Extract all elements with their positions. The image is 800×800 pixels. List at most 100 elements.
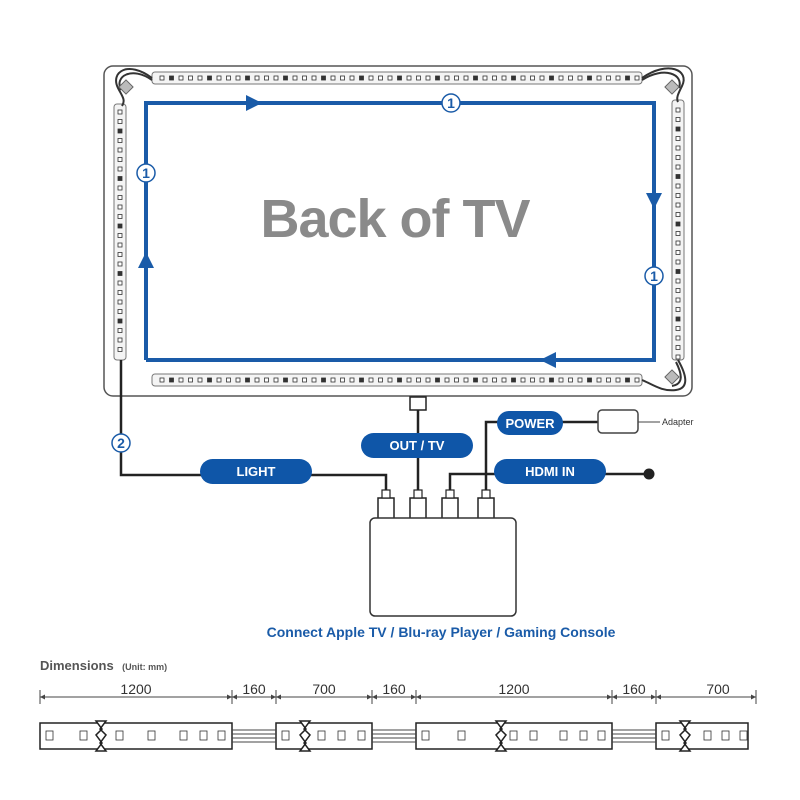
strip-number-top: 1	[441, 93, 461, 113]
dimension-strips	[39, 722, 749, 750]
led-chip	[317, 730, 326, 741]
led-chip	[675, 117, 681, 122]
led-chip	[675, 202, 681, 208]
strip-direction-path	[144, 101, 656, 362]
hdmi-in-label: HDMI IN	[494, 459, 606, 484]
box-plug-tips	[381, 489, 491, 499]
led-chip	[444, 377, 450, 383]
led-chip	[330, 377, 336, 383]
led-chip	[199, 730, 208, 741]
led-chip	[117, 109, 123, 115]
led-chip	[615, 75, 621, 81]
led-chip	[675, 269, 681, 274]
led-chip	[281, 730, 290, 741]
led-chip	[273, 377, 279, 383]
led-chip	[337, 730, 346, 741]
led-chip	[558, 75, 564, 81]
svg-text:LIGHT: LIGHT	[237, 464, 276, 479]
power-adapter	[597, 409, 660, 434]
strip-segment-4	[655, 722, 749, 750]
led-chip	[406, 75, 412, 81]
dimension-strip-leds	[45, 730, 748, 741]
led-chip	[159, 377, 165, 383]
svg-text:POWER: POWER	[505, 416, 555, 431]
led-chip	[216, 377, 222, 383]
led-chip	[117, 347, 123, 352]
connector-number: 2	[111, 433, 131, 453]
led-chip	[340, 377, 345, 383]
led-chip	[463, 377, 469, 383]
led-chip	[188, 75, 193, 81]
led-chip	[675, 174, 681, 179]
led-chip	[226, 75, 231, 81]
led-chip	[425, 377, 431, 383]
led-chip	[675, 297, 681, 303]
out-tv-label: OUT / TV	[361, 433, 473, 458]
led-chip	[509, 730, 518, 741]
led-chip	[273, 75, 279, 81]
led-chip	[675, 126, 681, 132]
led-chip	[357, 730, 366, 741]
led-chip	[117, 185, 123, 191]
led-chip	[454, 75, 459, 81]
led-chip	[359, 75, 364, 81]
led-chip	[577, 377, 583, 383]
dimensions-title: Dimensions (Unit: mm)	[40, 657, 167, 674]
led-chip	[675, 164, 681, 170]
led-chip	[302, 75, 307, 81]
led-chip	[79, 730, 88, 741]
led-chip	[330, 75, 336, 81]
led-chip	[634, 377, 640, 383]
led-chip	[511, 377, 516, 383]
strip-number-left: 1	[136, 163, 156, 183]
led-chip	[675, 288, 681, 293]
led-chip	[117, 147, 123, 153]
led-chip	[254, 377, 260, 383]
led-chip	[406, 377, 412, 383]
led-chip	[675, 316, 681, 322]
led-chip	[457, 730, 466, 741]
led-chip	[117, 128, 123, 134]
led-chip	[359, 377, 364, 383]
dimension-value-3: 700	[312, 681, 336, 697]
led-chip	[482, 75, 488, 81]
led-chip	[321, 377, 326, 383]
led-chip	[675, 335, 681, 341]
led-chip	[117, 233, 123, 238]
led-chip	[416, 75, 421, 81]
led-chip	[378, 377, 383, 383]
led-chip	[675, 240, 681, 246]
led-chip	[463, 75, 469, 81]
led-chip	[425, 75, 431, 81]
led-chip	[397, 75, 402, 81]
power-label: POWER	[497, 411, 563, 435]
connect-caption: Connect Apple TV / Blu-ray Player / Gami…	[267, 624, 616, 640]
strip-number-right: 1	[644, 266, 664, 286]
led-chip	[368, 75, 374, 81]
led-chip	[117, 176, 123, 181]
led-chip	[197, 377, 203, 383]
led-chip	[558, 377, 564, 383]
led-chip	[454, 377, 459, 383]
led-chip	[501, 377, 507, 383]
svg-text:1: 1	[650, 268, 658, 284]
light-label: LIGHT	[200, 459, 312, 484]
led-chip	[159, 75, 165, 81]
led-chip	[283, 75, 288, 81]
tv-title: Back of TV	[260, 189, 530, 249]
led-chip	[520, 75, 526, 81]
led-chip	[117, 280, 123, 286]
led-chip	[117, 138, 123, 143]
led-chip	[421, 730, 430, 741]
led-chip	[675, 221, 681, 227]
box-plugs	[377, 497, 495, 521]
strip-cables	[232, 729, 656, 743]
led-chip	[368, 377, 374, 383]
led-chip	[117, 119, 123, 124]
led-chip	[625, 377, 630, 383]
led-chip	[625, 75, 630, 81]
svg-text:1: 1	[142, 165, 150, 181]
led-chip	[117, 195, 123, 200]
tv-hdmi-plug	[409, 396, 427, 411]
led-chip	[117, 204, 123, 210]
